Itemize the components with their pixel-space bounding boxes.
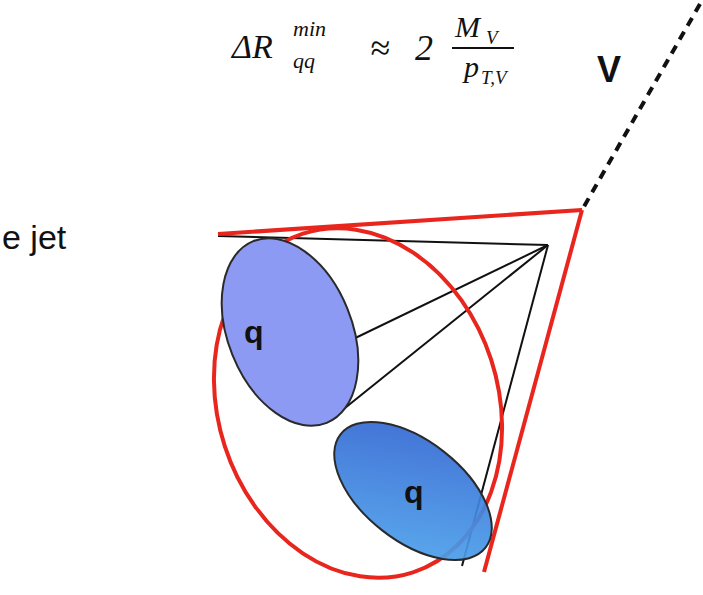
blob-outline bbox=[222, 232, 358, 432]
boson-label: V bbox=[597, 52, 621, 88]
jet-cone-edge bbox=[218, 210, 582, 234]
formula-symbol: ΔR bbox=[232, 30, 273, 64]
quark-blob: q bbox=[318, 410, 508, 572]
formula-number: 2 bbox=[415, 30, 433, 66]
quark-blob: q bbox=[222, 232, 358, 432]
formula-numerator: M bbox=[455, 12, 480, 42]
formula-subscript: qq bbox=[293, 50, 315, 72]
quark-label: q bbox=[244, 316, 264, 348]
formula-superscript: min bbox=[293, 18, 326, 40]
formula-subscript: T,V bbox=[481, 68, 507, 87]
boson-dashed-line bbox=[582, 4, 700, 210]
blob-shape bbox=[196, 218, 384, 446]
formula-operator: ≈ bbox=[370, 30, 390, 66]
decay-line bbox=[340, 245, 548, 412]
quark-label: q bbox=[404, 476, 424, 508]
jet-label: e jet bbox=[2, 220, 66, 254]
blob-shape bbox=[310, 395, 517, 587]
jet-cone-base bbox=[170, 190, 546, 595]
fraction-bar bbox=[452, 47, 514, 49]
formula-subscript: V bbox=[486, 28, 498, 47]
jet-cone-edge bbox=[484, 210, 582, 572]
formula-denominator: p bbox=[464, 52, 479, 82]
